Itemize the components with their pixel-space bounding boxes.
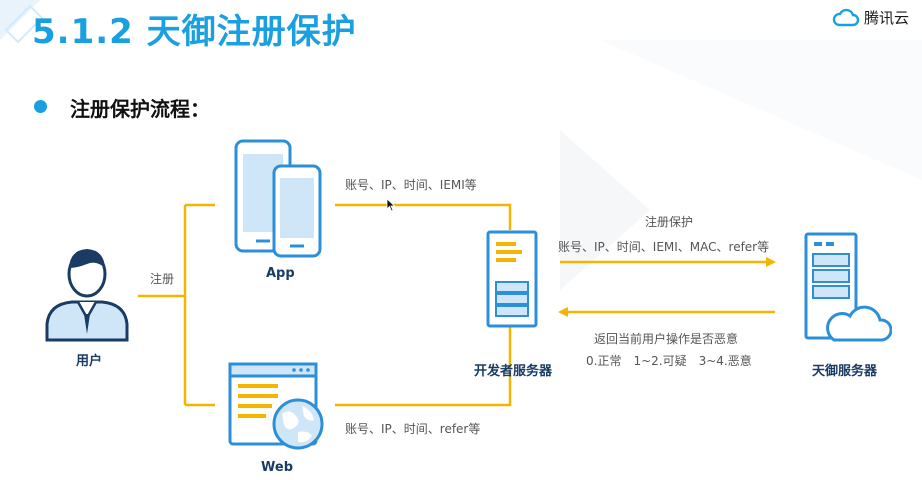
app-devices-icon — [234, 139, 322, 258]
logo-text: 腾讯云 — [864, 8, 910, 27]
return-title-label: 返回当前用户操作是否恶意 — [594, 332, 739, 346]
tianyu-server-icon — [804, 232, 892, 342]
developer-server-label: 开发者服务器 — [474, 364, 553, 379]
protect-title-label: 注册保护 — [645, 215, 694, 229]
return-levels-label: 0.正常 1~2.可疑 3~4.恶意 — [586, 354, 752, 368]
app-label: App — [266, 266, 295, 281]
web-to-server-label: 账号、IP、时间、refer等 — [345, 422, 481, 436]
connector-web-to-server — [335, 325, 512, 407]
cloud-logo-icon — [832, 8, 860, 27]
mouse-cursor-icon — [386, 198, 396, 212]
web-browser-icon — [228, 362, 324, 450]
user-label: 用户 — [76, 354, 103, 369]
web-label: Web — [261, 460, 293, 475]
app-to-server-label: 账号、IP、时间、IEMI等 — [345, 178, 477, 192]
arrow-response-head — [558, 307, 568, 317]
page-title: 5.1.2 天御注册保护 — [32, 12, 357, 52]
arrow-request-head — [766, 257, 776, 267]
tencent-cloud-logo: 腾讯云 — [832, 6, 909, 28]
developer-server-icon — [486, 230, 538, 328]
tianyu-server-label: 天御服务器 — [812, 364, 878, 379]
section-heading: 注册保护流程： — [70, 97, 210, 121]
protect-fields-label: 账号、IP、时间、IEMI、MAC、refer等 — [558, 240, 770, 254]
user-icon — [45, 249, 129, 342]
bullet-dot — [34, 100, 47, 113]
connector-app-to-server — [335, 203, 512, 230]
register-label: 注册 — [150, 272, 175, 286]
